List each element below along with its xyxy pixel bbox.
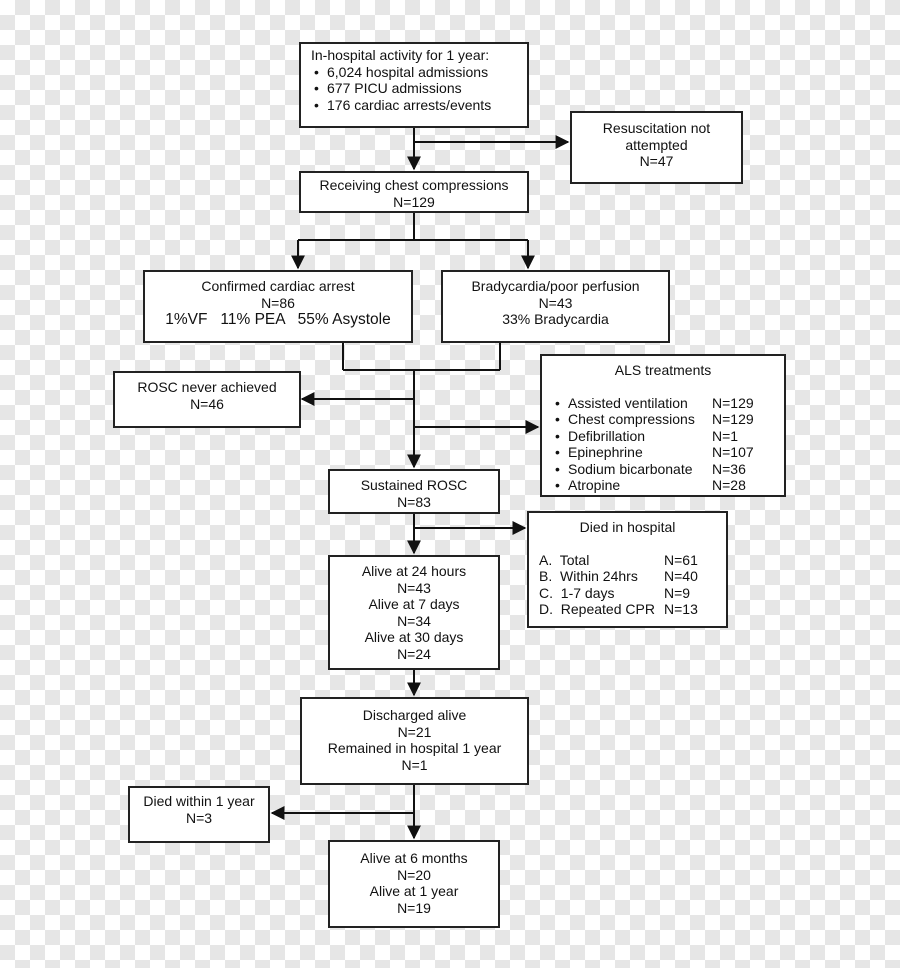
not-attempted-line2: attempted bbox=[625, 136, 688, 153]
als-item-label: Chest compressions bbox=[568, 411, 695, 427]
rosc-never-title: ROSC never achieved bbox=[137, 379, 277, 395]
not-attempted-line1: Resuscitation not bbox=[602, 120, 711, 136]
died-year-title: Died within 1 year bbox=[143, 793, 255, 809]
activity-item: 176 cardiac arrests/events bbox=[311, 97, 517, 114]
als-item-label: Epinephrine bbox=[568, 444, 643, 460]
alive-7d-count: N=34 bbox=[397, 612, 431, 629]
remained-count: N=1 bbox=[401, 756, 428, 773]
als-item: Assisted ventilation N=129 bbox=[552, 395, 774, 412]
not-attempted-count: N=47 bbox=[639, 153, 674, 169]
died-hospital-item-label: B. Within 24hrs bbox=[539, 568, 638, 584]
died-year-box: Died within 1 year N=3 bbox=[128, 786, 270, 843]
bradycardia-detail: 33% Bradycardia bbox=[502, 311, 609, 327]
als-item-label: Atropine bbox=[568, 477, 621, 493]
cardiac-arrest-count: N=86 bbox=[261, 294, 295, 311]
activity-item: 677 PICU admissions bbox=[311, 80, 517, 97]
not-attempted-box: Resuscitation not attempted N=47 bbox=[570, 111, 743, 184]
activity-box: In-hospital activity for 1 year: 6,024 h… bbox=[299, 42, 529, 128]
alive-24h-label: Alive at 24 hours bbox=[361, 563, 467, 579]
alive-30d-count: N=24 bbox=[397, 645, 431, 662]
died-hospital-item-count: N=9 bbox=[664, 584, 691, 601]
alive-box: Alive at 24 hours N=43 Alive at 7 days N… bbox=[328, 555, 500, 670]
died-hospital-item-label: D. Repeated CPR bbox=[539, 601, 655, 617]
cardiac-arrest-box: Confirmed cardiac arrest N=86 1%VF 11% P… bbox=[143, 270, 413, 343]
als-item-count: N=129 bbox=[712, 411, 754, 427]
died-hospital-item: C. 1-7 days N=9 bbox=[539, 585, 716, 602]
died-hospital-item: A. Total N=61 bbox=[539, 552, 716, 569]
died-hospital-item-count: N=13 bbox=[664, 601, 698, 617]
remained-label: Remained in hospital 1 year bbox=[327, 740, 502, 756]
discharged-count: N=21 bbox=[397, 723, 432, 740]
activity-item: 6,024 hospital admissions bbox=[311, 64, 517, 81]
rosc-never-count: N=46 bbox=[190, 395, 224, 412]
bradycardia-title: Bradycardia/poor perfusion bbox=[471, 278, 640, 294]
discharged-box: Discharged alive N=21 Remained in hospit… bbox=[300, 697, 529, 785]
alive-1y-label: Alive at 1 year bbox=[369, 883, 459, 899]
als-item: Sodium bicarbonate N=36 bbox=[552, 461, 774, 478]
died-hospital-item-count: N=40 bbox=[664, 568, 698, 584]
alive-7d-label: Alive at 7 days bbox=[368, 596, 460, 612]
alive-1y-count: N=19 bbox=[397, 899, 431, 916]
als-item: Chest compressions N=129 bbox=[552, 411, 774, 428]
died-hospital-item-label: A. Total bbox=[539, 551, 590, 568]
final-box: Alive at 6 months N=20 Alive at 1 year N… bbox=[328, 840, 500, 928]
als-item-count: N=1 bbox=[712, 427, 739, 444]
als-item-count: N=28 bbox=[712, 477, 746, 493]
alive-6m-count: N=20 bbox=[397, 866, 431, 883]
sustained-rosc-title: Sustained ROSC bbox=[360, 477, 468, 493]
sustained-rosc-box: Sustained ROSC N=83 bbox=[328, 469, 500, 514]
als-item-label: Defibrillation bbox=[568, 427, 646, 444]
compressions-title: Receiving chest compressions bbox=[319, 177, 509, 193]
sustained-rosc-count: N=83 bbox=[397, 493, 431, 510]
died-hospital-item-count: N=61 bbox=[664, 551, 698, 568]
bradycardia-count: N=43 bbox=[538, 294, 573, 311]
als-item: Epinephrine N=107 bbox=[552, 444, 774, 461]
discharged-title: Discharged alive bbox=[362, 707, 467, 723]
als-item: Defibrillation N=1 bbox=[552, 428, 774, 445]
died-year-count: N=3 bbox=[185, 809, 213, 826]
died-hospital-item: D. Repeated CPR N=13 bbox=[539, 601, 716, 618]
died-hospital-item: B. Within 24hrs N=40 bbox=[539, 568, 716, 585]
als-item-count: N=107 bbox=[712, 444, 754, 460]
als-box: ALS treatments Assisted ventilationN=129… bbox=[540, 354, 786, 497]
als-item-count: N=129 bbox=[712, 394, 754, 411]
als-title: ALS treatments bbox=[614, 362, 712, 378]
cardiac-arrest-rhythms: 1%VF 11% PEA 55% Asystole bbox=[165, 311, 391, 328]
died-hospital-item-label: C. 1-7 days bbox=[539, 584, 615, 601]
compressions-box: Receiving chest compressions N=129 bbox=[299, 171, 529, 213]
rosc-never-box: ROSC never achieved N=46 bbox=[113, 371, 301, 428]
died-hospital-box: Died in hospital A. Total N=61 B. Within … bbox=[527, 511, 728, 628]
compressions-count: N=129 bbox=[393, 193, 435, 210]
cardiac-arrest-title: Confirmed cardiac arrest bbox=[201, 278, 355, 294]
als-item-count: N=36 bbox=[712, 460, 746, 477]
als-item-label: Sodium bicarbonate bbox=[568, 460, 693, 477]
activity-list: 6,024 hospital admissions 677 PICU admis… bbox=[311, 64, 517, 114]
bradycardia-box: Bradycardia/poor perfusion N=43 33% Brad… bbox=[441, 270, 670, 343]
alive-30d-label: Alive at 30 days bbox=[364, 629, 464, 645]
als-item: Atropine N=28 bbox=[552, 477, 774, 494]
alive-6m-label: Alive at 6 months bbox=[360, 850, 468, 866]
died-hospital-title: Died in hospital bbox=[579, 519, 676, 535]
als-item-label: Assisted ventilation bbox=[568, 394, 688, 411]
activity-heading: In-hospital activity for 1 year: bbox=[311, 47, 490, 63]
alive-24h-count: N=43 bbox=[397, 579, 431, 596]
